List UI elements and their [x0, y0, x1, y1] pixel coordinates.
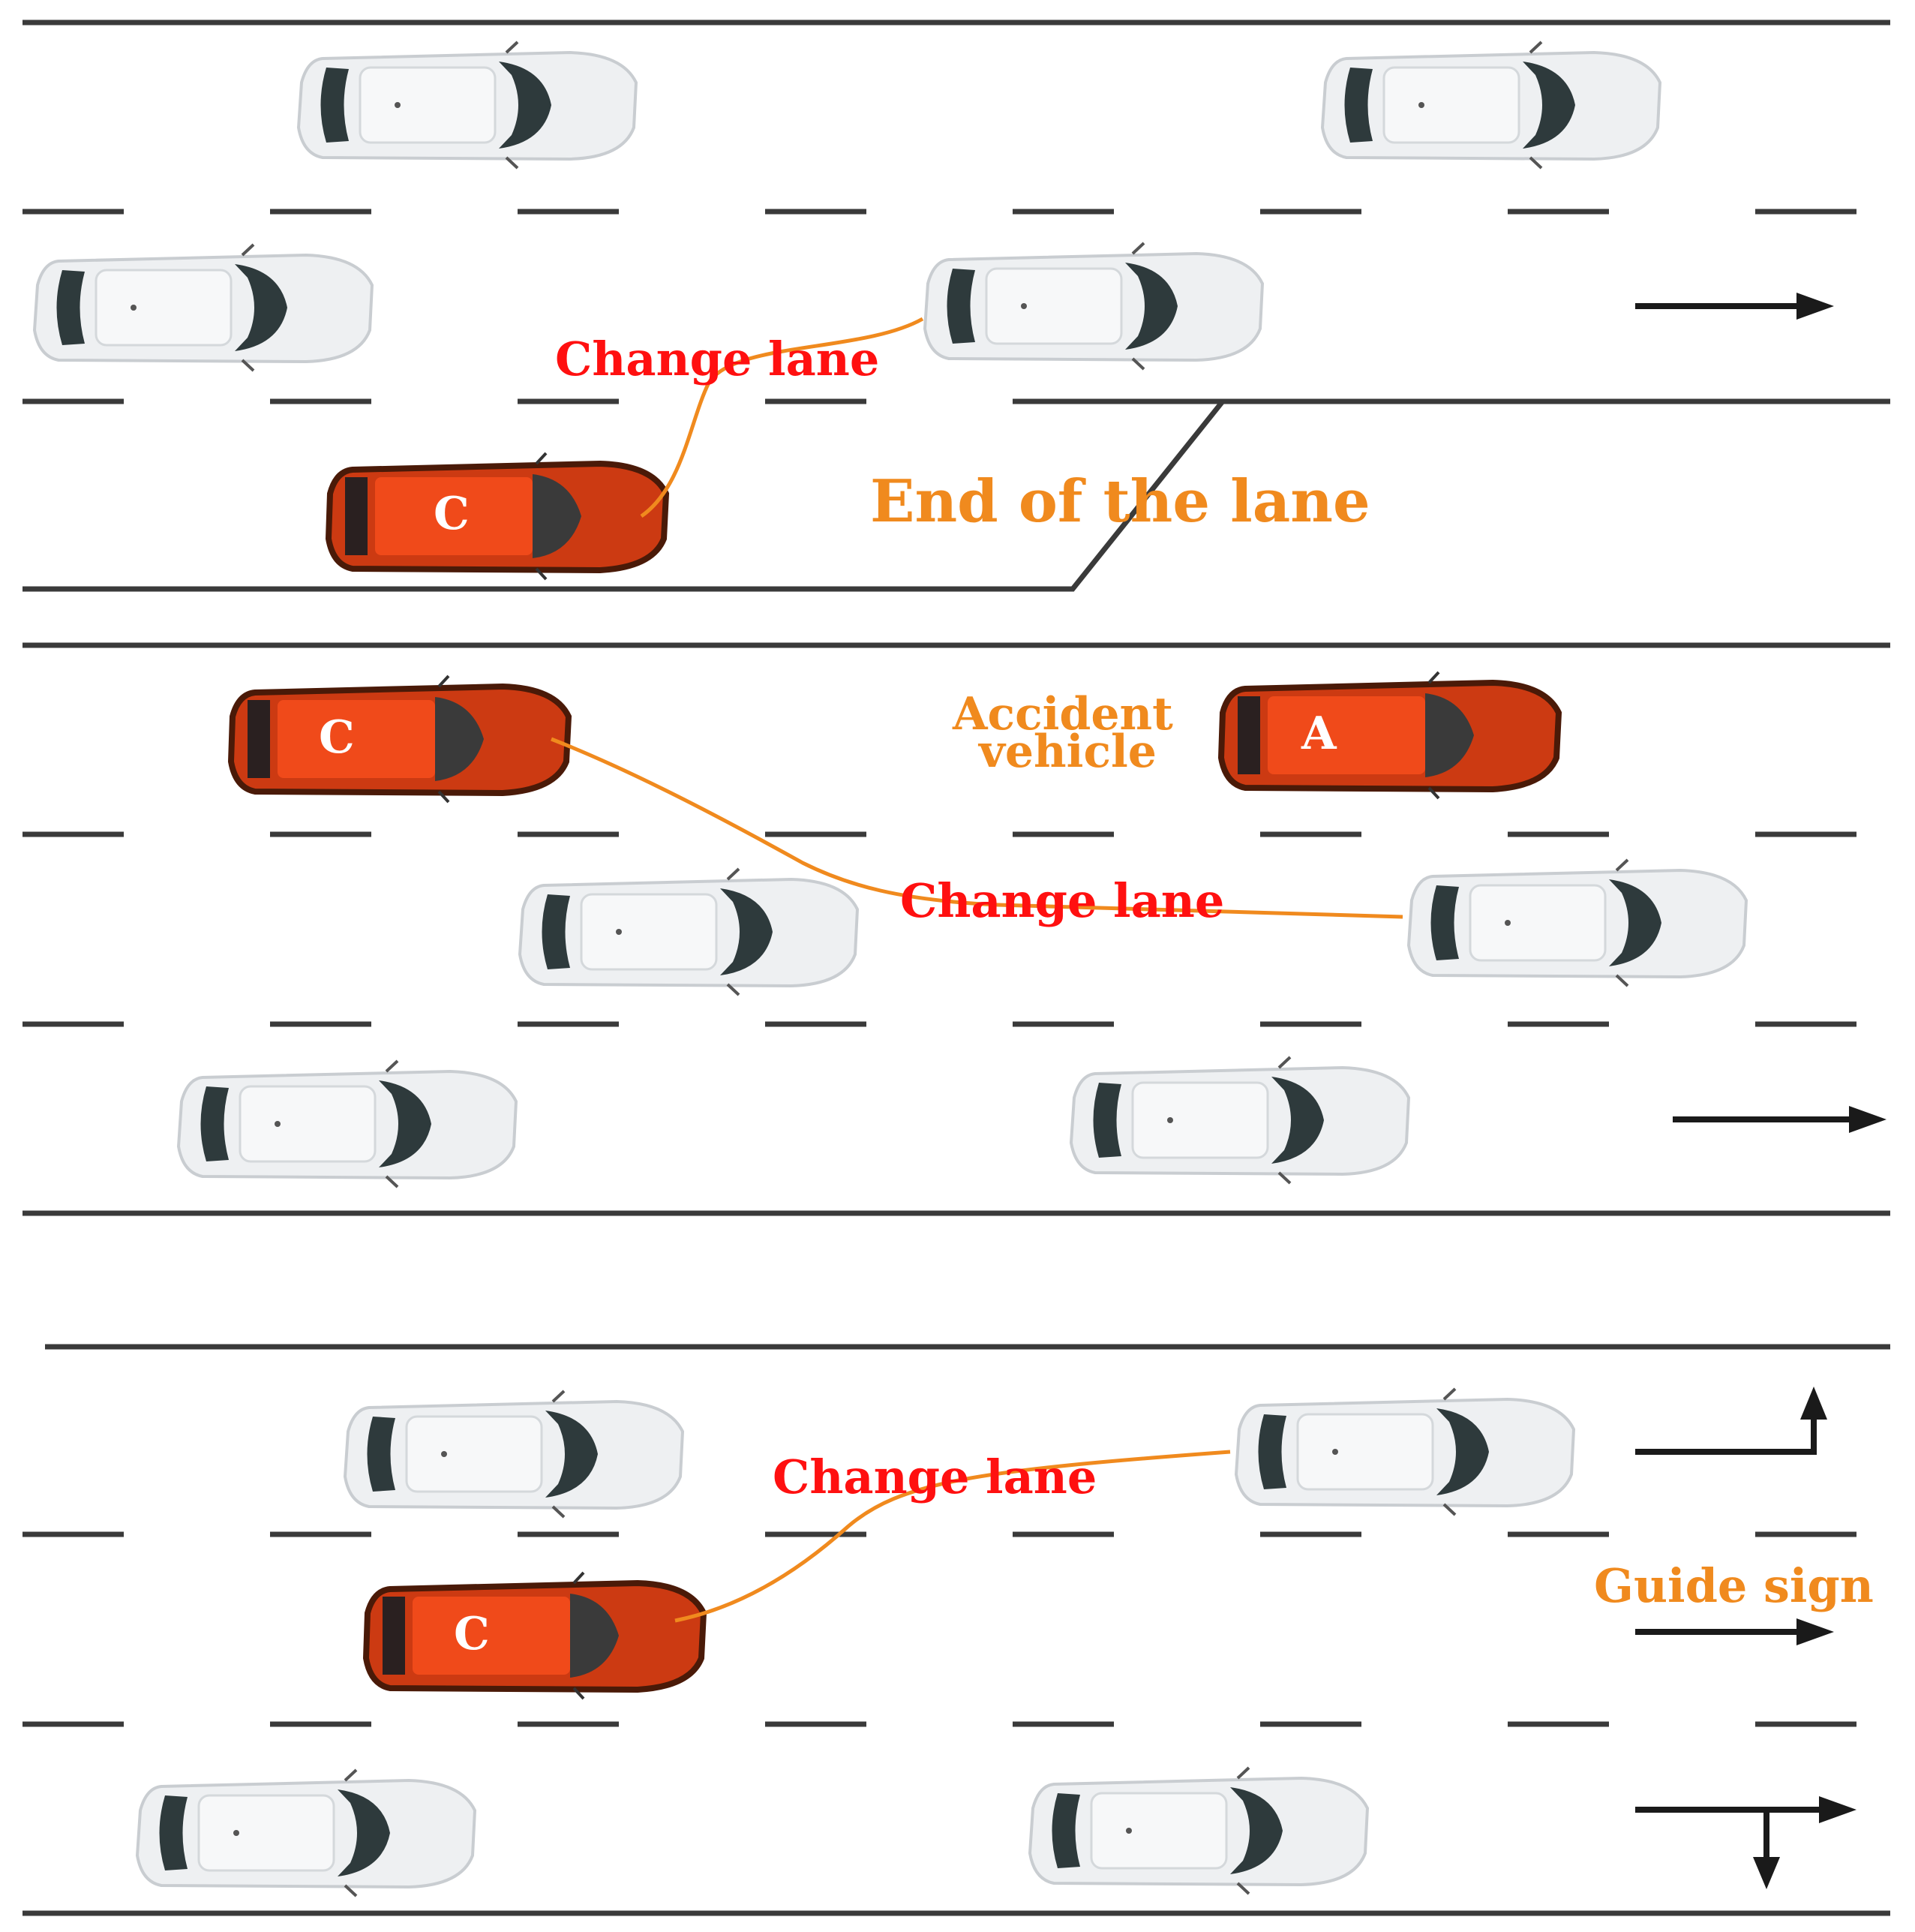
arrow-right-branch-down-icon — [1635, 1796, 1856, 1889]
white-car — [297, 41, 638, 170]
red-car-c — [231, 676, 569, 802]
lane-end-taper — [23, 399, 1225, 592]
car-c-label: C — [434, 488, 470, 540]
arrow-right-icon — [1635, 1618, 1834, 1645]
white-car — [136, 1768, 476, 1897]
red-car-c — [329, 453, 666, 579]
white-car — [1028, 1766, 1369, 1895]
arrow-right-icon — [1635, 293, 1834, 320]
scenario-guide-sign: C Change lane Guide sign — [23, 1344, 1890, 1916]
white-car — [1070, 1056, 1410, 1185]
lane-change-path — [551, 737, 1403, 919]
accident-label-line2: vehicle — [977, 726, 1157, 778]
car-a-label: A — [1301, 708, 1337, 760]
arrow-right-then-up-icon — [1635, 1387, 1827, 1455]
white-car — [518, 867, 859, 996]
accident-label-line1: Accident — [952, 688, 1173, 741]
change-lane-label: Change lane — [773, 1450, 1097, 1504]
white-car — [1407, 858, 1748, 987]
white-car — [344, 1390, 684, 1519]
white-car — [177, 1059, 518, 1188]
car-c-label: C — [319, 711, 355, 764]
guide-sign-label: Guide sign — [1594, 1558, 1874, 1613]
lane-change-path — [640, 317, 924, 518]
scenario-end-of-lane: C Change lane End of the lane — [23, 20, 1890, 592]
car-c-label: C — [454, 1608, 490, 1660]
white-car — [33, 243, 374, 372]
white-car — [923, 242, 1264, 371]
end-of-lane-label: End of the lane — [870, 467, 1370, 536]
lane-change-path — [674, 1450, 1231, 1623]
white-car — [1235, 1387, 1575, 1516]
scenario-accident-vehicle: C A Accident vehicle Change lane — [23, 642, 1890, 1216]
red-car-c — [366, 1573, 704, 1699]
white-car — [1321, 41, 1661, 170]
arrow-right-icon — [1673, 1106, 1886, 1133]
change-lane-label: Change lane — [900, 873, 1224, 928]
change-lane-label: Change lane — [555, 332, 879, 386]
accident-vehicle-a — [1221, 672, 1559, 798]
